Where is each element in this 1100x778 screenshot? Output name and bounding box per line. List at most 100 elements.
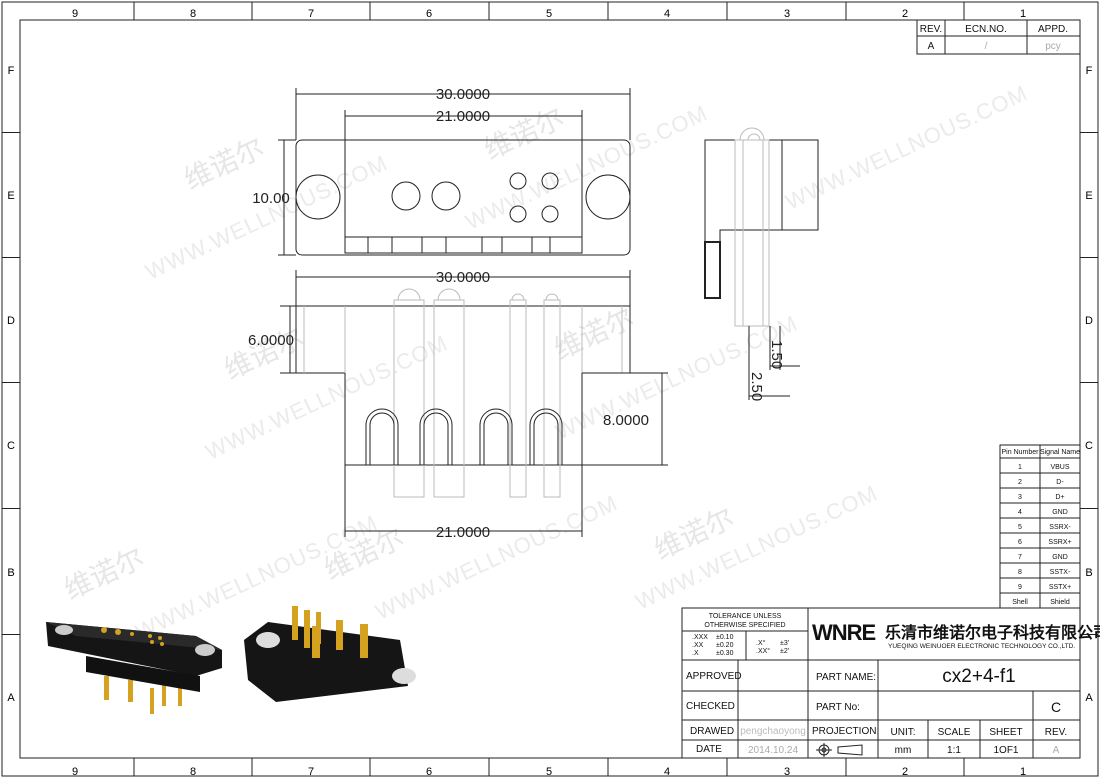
pin-number: 9: [1018, 584, 1022, 591]
zone-column-label: 7: [308, 766, 314, 778]
watermark-url: WWW.WELLNOUS.COM: [372, 490, 622, 624]
pin-number: 7: [1018, 554, 1022, 561]
unit-value: mm: [895, 745, 912, 756]
pin-number: 6: [1018, 539, 1022, 546]
scale-value: 1:1: [947, 745, 961, 756]
tolerance-title: OTHERWISE SPECIFIED: [704, 622, 785, 629]
zone-column-label: 4: [664, 8, 670, 20]
top-view: 30.0000 21.0000 10.00: [252, 86, 631, 256]
pin-number: 5: [1018, 524, 1022, 531]
signal-name: VBUS: [1050, 464, 1069, 471]
watermark-cn: 维诺尔: [479, 102, 568, 166]
pin-number: Shell: [1012, 599, 1028, 606]
zone-row-label: B: [7, 567, 14, 579]
sheet-label: SHEET: [989, 727, 1022, 738]
tolerance-title: TOLERANCE UNLESS: [709, 613, 782, 620]
signal-name: SSRX-: [1049, 524, 1071, 531]
tolerance-key: .XX°: [756, 647, 770, 655]
side-view: 1.50 2.50: [704, 127, 819, 401]
dim-top-height: 10.00: [252, 190, 290, 207]
watermark-url: WWW.WELLNOUS.COM: [782, 80, 1032, 214]
approved-label: APPROVED: [686, 671, 742, 682]
pin-number-header: Pin Number: [1002, 449, 1040, 456]
dim-side-pitch-large: 2.50: [748, 372, 765, 401]
dim-side-pitch-small: 1.50: [768, 340, 785, 369]
company-name-en: YUEQING WEINUOER ELECTRONIC TECHNOLOGY C…: [888, 643, 1075, 650]
tolerance-key: .XX: [692, 642, 704, 649]
zone-column-label: 3: [784, 766, 790, 778]
zone-column-label: 2: [902, 8, 908, 20]
pin-number: 1: [1018, 464, 1022, 471]
zone-row-label: B: [1085, 567, 1092, 579]
dim-front-body-height: 8.0000: [603, 412, 649, 429]
drawed-label: DRAWED: [690, 726, 734, 737]
signal-name: SSTX+: [1049, 584, 1071, 591]
zone-column-label: 8: [190, 766, 196, 778]
dim-top-body: 21.0000: [436, 108, 490, 125]
zone-row-label: D: [7, 315, 15, 327]
watermark-cn: 维诺尔: [59, 542, 148, 606]
ecn-value: /: [985, 41, 988, 52]
signal-name: D+: [1055, 494, 1064, 501]
part-name-value: cx2+4-f1: [942, 666, 1015, 687]
zone-column-label: 6: [426, 766, 432, 778]
scale-label: SCALE: [938, 727, 971, 738]
zone-row-label: A: [1085, 692, 1093, 704]
projection-symbol-icon: [816, 743, 863, 757]
zone-row-label: D: [1085, 315, 1093, 327]
product-photo: [46, 606, 416, 714]
watermark-url: WWW.WELLNOUS.COM: [462, 100, 712, 234]
signal-name-header: Signal Name: [1040, 449, 1080, 456]
signal-name: GND: [1052, 554, 1068, 561]
pin-number: 8: [1018, 569, 1022, 576]
zone-column-label: 3: [784, 8, 790, 20]
projection-label: PROJECTION:: [812, 726, 879, 737]
date-value: 2014.10.24: [748, 745, 798, 756]
title-block: TOLERANCE UNLESS OTHERWISE SPECIFIED .XX…: [681, 607, 1100, 759]
zone-column-label: 9: [72, 8, 78, 20]
zone-row-label: E: [1085, 190, 1092, 202]
rev-label: REV.: [1045, 727, 1067, 738]
mounting-hole-left: [295, 174, 341, 220]
front-view: 30.0000 6.0000 8.0000 21.0000: [248, 269, 668, 541]
watermark-cn: 维诺尔: [179, 132, 268, 196]
pin-number: 3: [1018, 494, 1022, 501]
zone-column-label: 5: [546, 8, 552, 20]
zone-row-label: C: [1085, 440, 1093, 452]
tolerance-value: ±0.20: [716, 642, 734, 649]
checked-label: CHECKED: [686, 701, 735, 712]
part-no-rev: C: [1051, 699, 1061, 715]
rev-header: REV.: [920, 24, 942, 35]
revision-block: REV. ECN.NO. APPD. A / pcy: [916, 19, 1081, 55]
dim-front-width: 30.0000: [436, 269, 490, 286]
tolerance-value: ±3': [780, 640, 789, 647]
watermarks: 维诺尔 维诺尔 维诺尔 维诺尔 维诺尔 维诺尔 维诺尔 WWW.WELLNOUS…: [59, 80, 1031, 644]
signal-name: GND: [1052, 509, 1068, 516]
zone-row-label: F: [8, 65, 15, 77]
ecn-header: ECN.NO.: [965, 24, 1007, 35]
zone-column-label: 1: [1020, 8, 1026, 20]
pin-number: 4: [1018, 509, 1022, 516]
zone-row-label: F: [1086, 65, 1093, 77]
company-logo: WNRE: [812, 620, 876, 645]
zone-column-label: 5: [546, 766, 552, 778]
drawed-value: pengchaoyong: [740, 726, 806, 737]
signal-name: SSRX+: [1048, 539, 1071, 546]
tolerance-key: .X: [692, 650, 699, 657]
mounting-hole-right: [585, 174, 631, 220]
zone-row-label: A: [7, 692, 15, 704]
signal-name: SSTX-: [1050, 569, 1071, 576]
zone-column-label: 6: [426, 8, 432, 20]
zone-column-label: 9: [72, 766, 78, 778]
rev-value: A: [1053, 745, 1060, 756]
inner-frame: [19, 19, 1081, 759]
tolerance-value: ±2': [780, 648, 789, 655]
dim-front-body-width: 21.0000: [436, 524, 490, 541]
company-name-cn: 乐清市维诺尔电子科技有限公司: [885, 623, 1100, 642]
zone-row-label: E: [7, 190, 14, 202]
